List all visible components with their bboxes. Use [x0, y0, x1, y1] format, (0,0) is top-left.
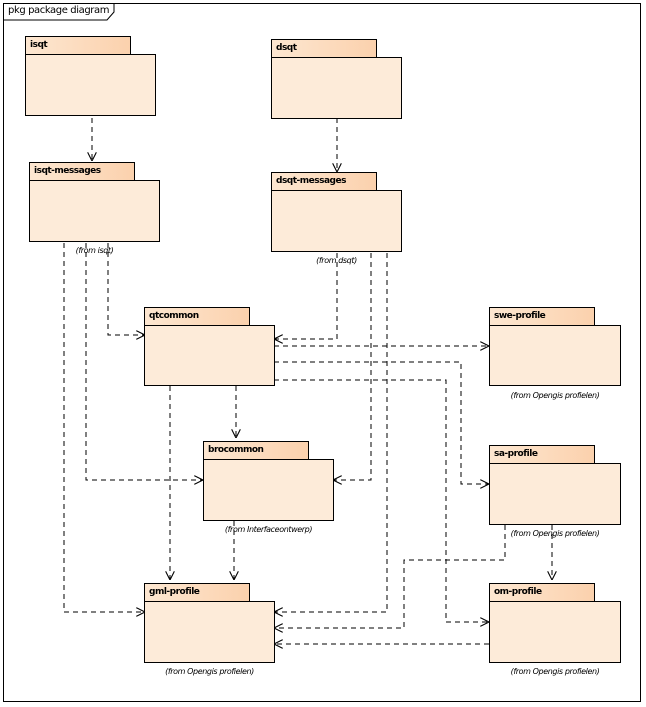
dep-isqt-messages-to-qtcommon	[107, 243, 145, 335]
package-name: sa-profile	[494, 449, 538, 459]
package-body	[271, 57, 402, 119]
frame-label: pkg package diagram	[8, 5, 110, 16]
package-name: swe-profile	[494, 311, 546, 321]
dep-isqt-messages-to-brocommon	[85, 243, 203, 480]
package-body	[29, 180, 160, 242]
package-origin: (from Opengis profielen)	[510, 667, 600, 676]
package-origin: (from Opengis profielen)	[510, 529, 600, 538]
package-body	[271, 190, 402, 252]
package-body	[489, 463, 621, 525]
package-tab: dsqt	[271, 39, 377, 58]
dep-dsqt-messages-to-gml-profile	[274, 253, 388, 612]
dep-qtcommon-to-sa-profile	[274, 361, 489, 484]
package-name: isqt-messages	[34, 166, 101, 176]
package-body	[489, 601, 621, 663]
package-name: dsqt	[276, 43, 297, 53]
package-name: brocommon	[208, 445, 264, 455]
package-origin: (from Opengis profielen)	[165, 667, 254, 676]
package-name: gml-profile	[149, 587, 200, 597]
package-name: isqt	[30, 40, 48, 50]
package-body	[489, 325, 621, 386]
frame-tab-outline	[3, 3, 115, 21]
dep-isqt-messages-to-gml-profile	[63, 243, 145, 612]
package-name: qtcommon	[149, 311, 199, 321]
package-name: om-profile	[494, 587, 542, 597]
package-tab: om-profile	[489, 583, 595, 602]
package-tab: isqt-messages	[29, 162, 135, 181]
dep-dsqt-messages-to-brocommon	[333, 253, 372, 480]
dep-dsqt-messages-to-qtcommon	[274, 253, 338, 339]
package-name: dsqt-messages	[276, 176, 346, 186]
package-origin: (from dsqt)	[316, 256, 357, 265]
package-tab: brocommon	[203, 441, 309, 460]
package-tab: swe-profile	[489, 307, 595, 326]
package-tab: gml-profile	[144, 583, 250, 602]
package-origin: (from Opengis profielen)	[510, 391, 600, 400]
package-body	[203, 459, 334, 521]
package-tab: sa-profile	[489, 445, 595, 464]
package-tab: isqt	[25, 36, 131, 55]
dep-sa-profile-to-gml-profile	[274, 525, 506, 628]
package-tab: dsqt-messages	[271, 172, 377, 191]
package-body	[144, 325, 275, 386]
package-tab: qtcommon	[144, 307, 250, 326]
package-body	[144, 601, 275, 663]
package-origin: (from Interfaceontwerp)	[224, 525, 313, 534]
diagram-frame	[3, 3, 641, 702]
dep-qtcommon-to-om-profile	[274, 379, 489, 622]
package-origin: (from isqt)	[75, 246, 114, 255]
package-body	[25, 54, 156, 116]
